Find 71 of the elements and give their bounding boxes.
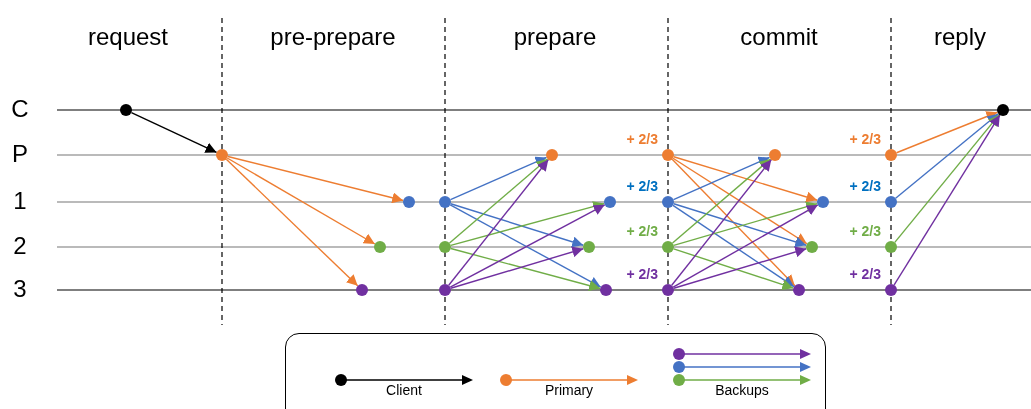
message-arrow [450, 246, 584, 289]
message-arrow [894, 113, 1000, 244]
message-arrow [672, 204, 795, 288]
message-arrow [893, 114, 1001, 286]
replica-label: 1 [13, 186, 27, 215]
message-arrow [226, 157, 376, 245]
message-dot [439, 284, 451, 296]
quorum-label: + 2/3 [849, 178, 881, 194]
message-arrow [894, 113, 1000, 199]
quorum-label: + 2/3 [849, 266, 881, 282]
replica-label: P [12, 139, 28, 168]
replica-label: 2 [13, 231, 27, 260]
phase-heading: pre-prepare [270, 22, 396, 51]
message-arrow [448, 159, 549, 286]
message-dot [216, 149, 228, 161]
message-dot [662, 284, 674, 296]
message-dot [374, 241, 386, 253]
message-dot [600, 284, 612, 296]
message-arrow [449, 156, 548, 201]
message-dot [885, 284, 897, 296]
quorum-label: + 2/3 [849, 131, 881, 147]
message-arrow [671, 158, 796, 287]
message-arrow [450, 201, 605, 247]
message-arrow [672, 156, 771, 201]
quorum-label: + 2/3 [626, 131, 658, 147]
message-arrow [225, 158, 359, 287]
message-dot [662, 196, 674, 208]
message-arrow [671, 158, 772, 244]
message-arrow [671, 159, 772, 286]
message-dot [439, 196, 451, 208]
message-dot [817, 196, 829, 208]
message-dot [546, 149, 558, 161]
message-dot [120, 104, 132, 116]
phase-heading: prepare [513, 22, 597, 51]
message-arrow [673, 246, 807, 289]
message-dot [885, 149, 897, 161]
message-arrow [672, 204, 819, 288]
message-dot [439, 241, 451, 253]
quorum-label: + 2/3 [849, 223, 881, 239]
message-arrow [672, 157, 808, 245]
message-dot [662, 149, 674, 161]
message-dot [604, 196, 616, 208]
message-dot [769, 149, 781, 161]
message-dot [806, 241, 818, 253]
message-dot [356, 284, 368, 296]
quorum-label: + 2/3 [626, 266, 658, 282]
message-arrow [448, 158, 549, 244]
message-dot [885, 241, 897, 253]
message-arrow [673, 156, 818, 203]
message-dot [885, 196, 897, 208]
message-dot [583, 241, 595, 253]
message-arrow [450, 247, 601, 291]
replica-label: C [11, 94, 29, 123]
replica-label: 3 [13, 274, 27, 303]
message-arrow [673, 248, 794, 290]
phase-heading: reply [934, 22, 986, 51]
quorum-label: + 2/3 [626, 178, 658, 194]
phase-heading: request [87, 22, 169, 51]
message-arrow [130, 111, 218, 154]
message-arrow [227, 155, 404, 204]
quorum-label: + 2/3 [626, 223, 658, 239]
message-dot [662, 241, 674, 253]
phase-heading: commit [740, 22, 818, 51]
message-arrow [450, 203, 584, 248]
legend-label: Primary [544, 382, 594, 398]
legend-label: Backups [715, 382, 769, 398]
message-dot [997, 104, 1009, 116]
message-dot [403, 196, 415, 208]
message-arrow [895, 111, 999, 154]
message-dot [793, 284, 805, 296]
legend-label: Client [386, 382, 422, 398]
